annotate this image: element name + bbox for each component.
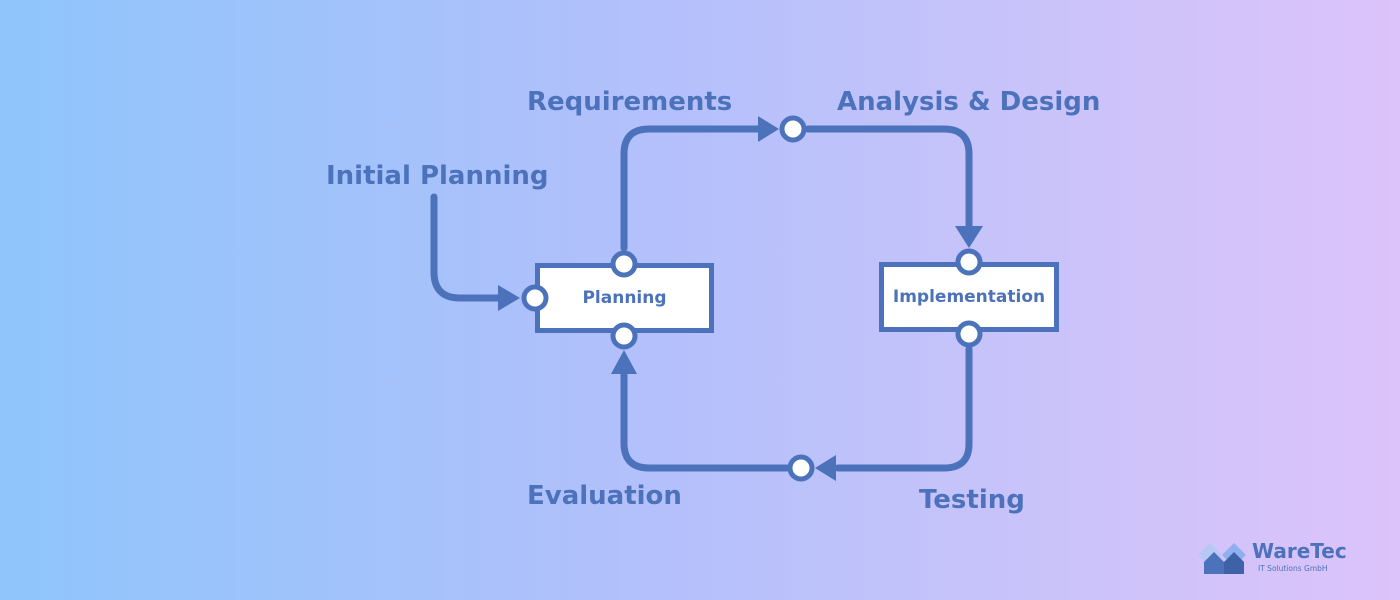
arrow-head-icon xyxy=(815,455,836,481)
label-analysis-design: Analysis & Design xyxy=(837,87,1101,117)
connector-circle-icon xyxy=(779,115,807,143)
label-initial-planning: Initial Planning xyxy=(326,161,549,191)
waretec-logo-icon xyxy=(1198,543,1246,574)
connector-circle-icon xyxy=(610,250,638,278)
label-testing: Testing xyxy=(919,485,1025,515)
flow-planning-to-analysis xyxy=(620,125,766,252)
arrow-head-icon xyxy=(611,350,637,374)
label-requirements: Requirements xyxy=(527,87,733,117)
connector-circle-icon xyxy=(787,454,815,482)
node-implementation-label: Implementation xyxy=(892,287,1046,307)
node-planning-label: Planning xyxy=(582,288,667,308)
arrow-head-icon xyxy=(498,285,520,311)
flow-implementation-to-testing xyxy=(834,345,973,472)
waretec-logo: WareTec IT Solutions GmbH xyxy=(1196,538,1347,580)
logo-name: WareTec xyxy=(1252,539,1347,563)
flow-testing-to-planning xyxy=(620,368,791,472)
arrow-head-icon xyxy=(758,116,779,142)
flow-initial-planning-to-planning xyxy=(430,193,509,302)
connector-circle-icon xyxy=(521,284,549,312)
flow-analysis-to-implementation xyxy=(804,125,973,234)
logo-subtitle: IT Solutions GmbH xyxy=(1258,564,1328,573)
arrow-head-icon xyxy=(955,226,983,248)
connector-circle-icon xyxy=(610,322,638,350)
label-evaluation: Evaluation xyxy=(527,481,682,511)
connector-circle-icon xyxy=(955,320,983,348)
connector-circle-icon xyxy=(955,248,983,276)
